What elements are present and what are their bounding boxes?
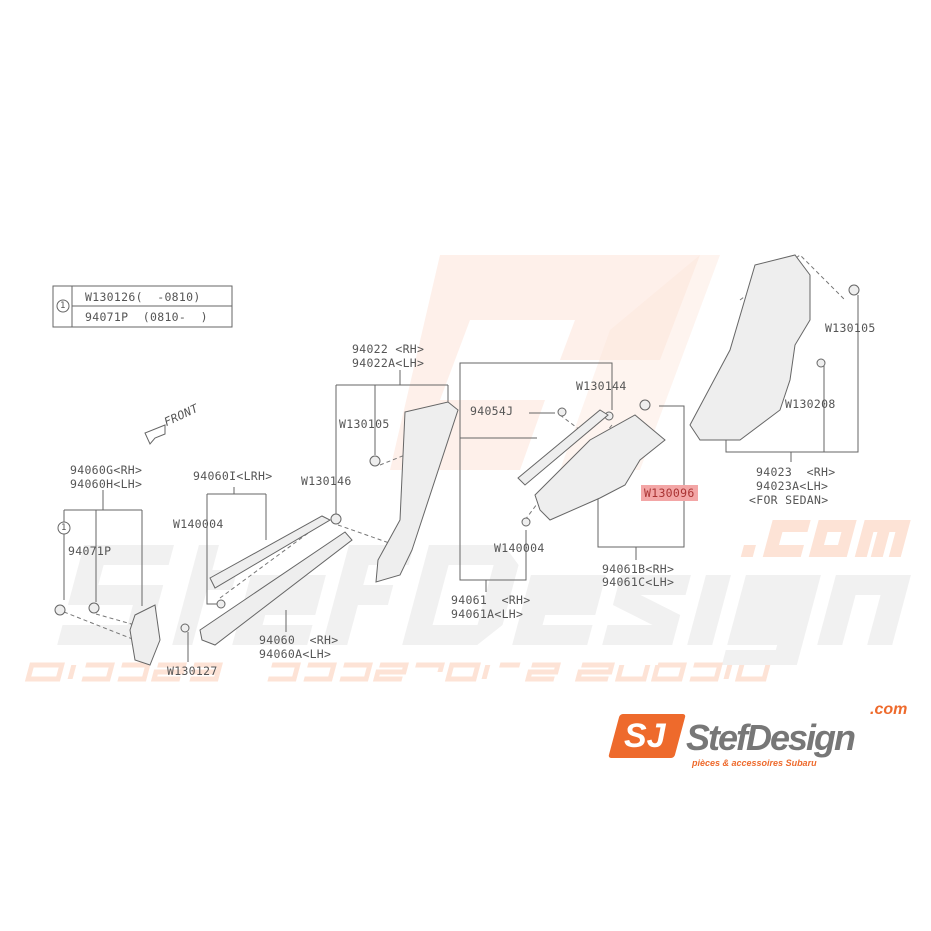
label-94071p: 94071P	[68, 544, 112, 558]
logo-domain: .com	[870, 701, 908, 718]
front-arrow-icon	[144, 424, 166, 445]
legend-row-1: W130126( -0810)	[85, 290, 201, 304]
clip-w130126	[54, 604, 66, 616]
clip-w140004-left	[216, 599, 226, 609]
label-94022a: 94022A<LH>	[352, 356, 425, 370]
label-94054j: 94054J	[470, 404, 514, 418]
legend-symbol: 1	[60, 301, 66, 311]
label-w130096-highlighted[interactable]: W130096	[641, 485, 698, 501]
legend-row-2: 94071P (0810- )	[85, 310, 208, 324]
part-kick-panel	[129, 604, 161, 666]
label-94061b: 94061B<RH>	[602, 562, 675, 576]
label-w140004-right: W140004	[494, 541, 545, 555]
label-94023a: 94023A<LH>	[756, 479, 829, 493]
clip-w130105-left	[369, 455, 381, 467]
label-w130144: W130144	[576, 379, 627, 393]
label-94060i: 94060I<LRH>	[193, 469, 273, 483]
stefdesign-logo: SJ StefDesign .com pièces & accessoires …	[608, 702, 922, 772]
logo-brand: StefDesign	[686, 717, 856, 758]
label-for-sedan: <FOR SEDAN>	[749, 493, 829, 507]
label-94060h: 94060H<LH>	[70, 477, 143, 491]
watermark-brand-lettering	[57, 545, 911, 665]
clip-w140004-right	[521, 517, 531, 527]
part-sill-plate-front	[209, 515, 332, 589]
label-94061c: 94061C<LH>	[602, 575, 675, 589]
label-94060g: 94060G<RH>	[70, 463, 143, 477]
label-w140004-left: W140004	[173, 517, 224, 531]
label-w130146: W130146	[301, 474, 352, 488]
part-c-pillar	[689, 254, 811, 441]
part-sill-front	[199, 531, 353, 646]
part-b-pillar	[375, 401, 459, 583]
label-w130127: W130127	[167, 664, 218, 678]
clip-w130208	[816, 358, 826, 368]
label-w130208: W130208	[785, 397, 836, 411]
logo-tagline: pièces & accessoires Subaru	[692, 758, 817, 768]
ref-circle-icon	[56, 299, 70, 313]
clip-w130096	[639, 399, 651, 411]
clip-w130146	[330, 513, 342, 525]
ref-circle-icon-2	[57, 521, 71, 535]
label-94060: 94060 <RH>	[259, 633, 339, 647]
clip-94071p	[88, 602, 100, 614]
label-94061a: 94061A<LH>	[451, 607, 524, 621]
label-w130105-right: W130105	[825, 321, 876, 335]
clip-w130127	[180, 623, 190, 633]
part-sill-plate-rear	[517, 409, 609, 486]
ref-circle-label: 1	[61, 523, 67, 533]
part-rear-sill-trim	[534, 414, 666, 521]
watermark-domain-lettering	[740, 520, 911, 557]
clip-w130105-right	[848, 284, 860, 296]
label-w130105-left: W130105	[339, 417, 390, 431]
label-94060a: 94060A<LH>	[259, 647, 332, 661]
label-94061: 94061 <RH>	[451, 593, 531, 607]
watermark-tagline-lettering	[24, 662, 771, 682]
label-94022: 94022 <RH>	[352, 342, 425, 356]
logo-mark-letters: SJ	[624, 717, 666, 755]
label-94023: 94023 <RH>	[756, 465, 836, 479]
part-94054j	[557, 407, 567, 417]
